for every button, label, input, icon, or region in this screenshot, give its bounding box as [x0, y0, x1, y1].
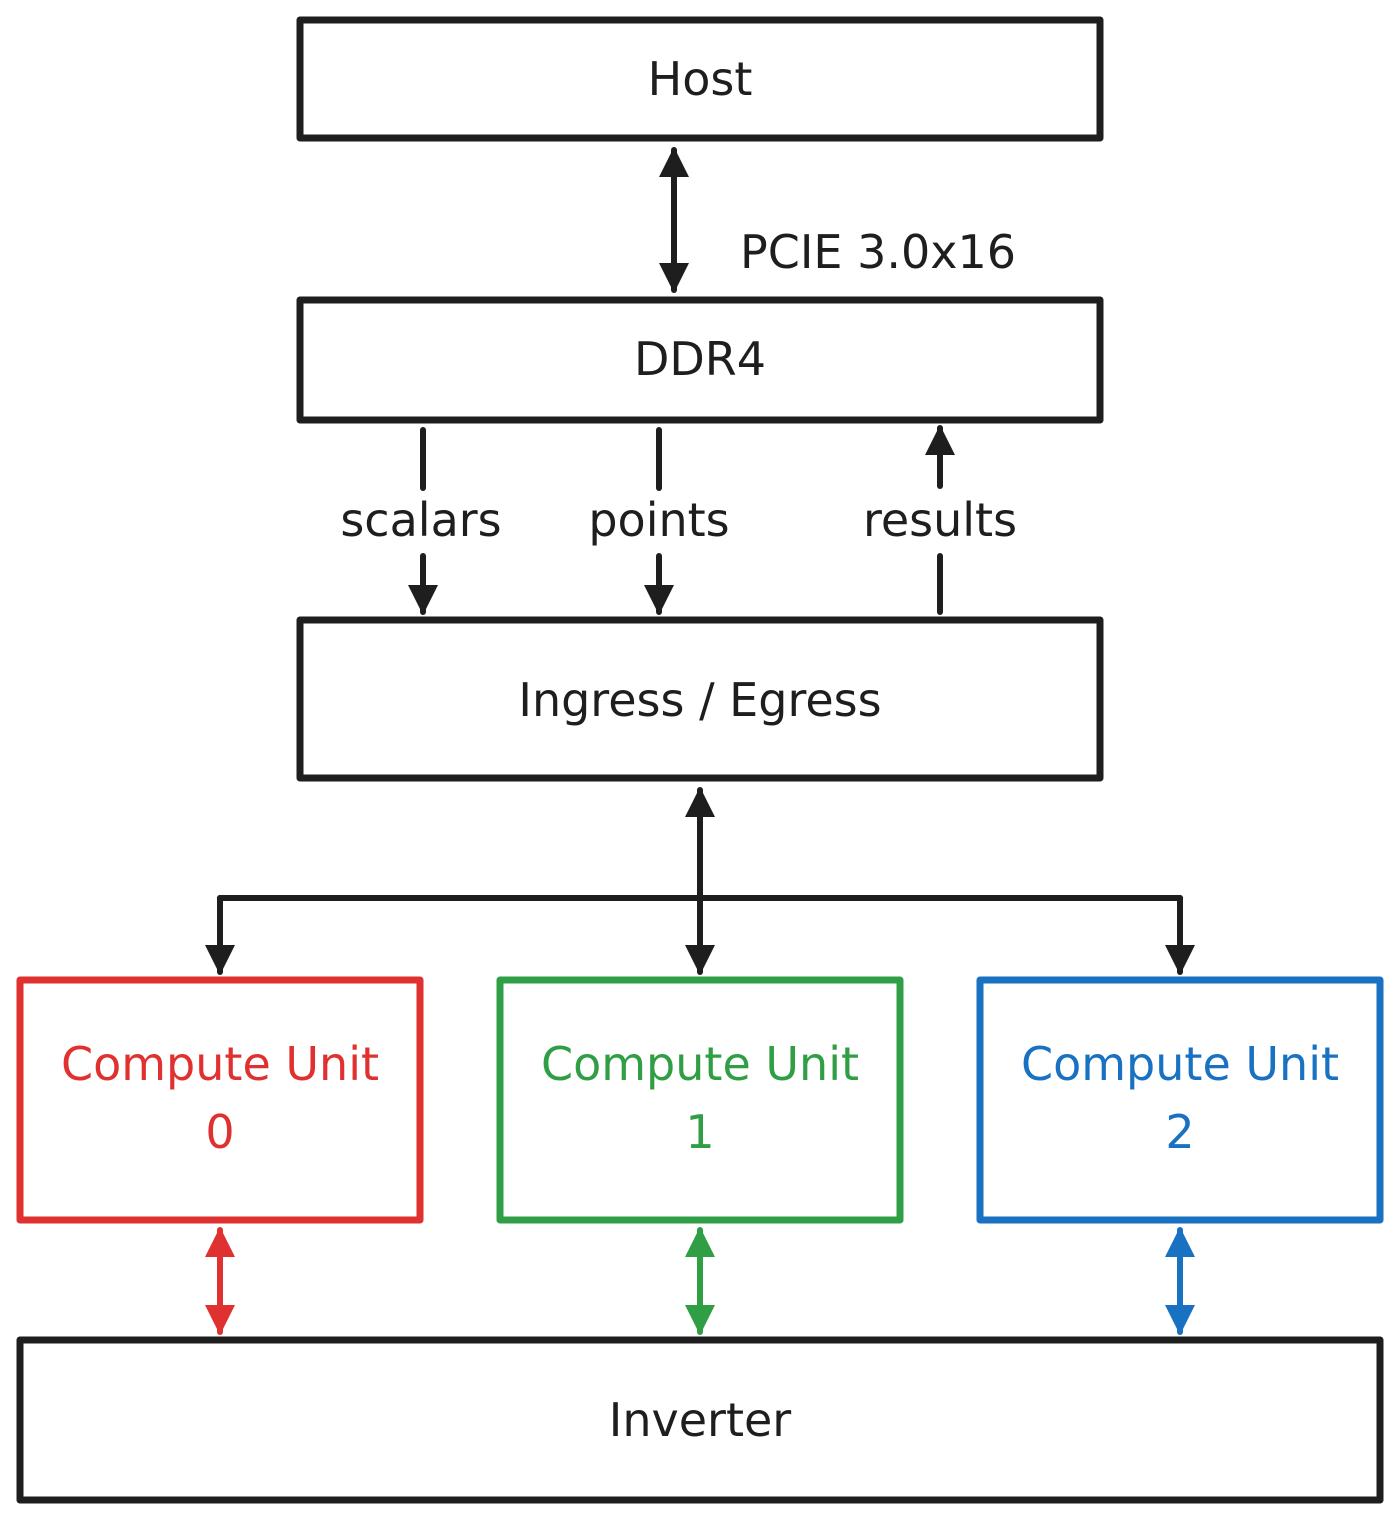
compute-unit-1-title: Compute Unit	[541, 1037, 859, 1091]
host-label: Host	[648, 52, 753, 106]
pcie-label: PCIE 3.0x16	[740, 225, 1016, 279]
ingress-egress-box	[296, 616, 1104, 782]
host-block: Host	[296, 16, 1104, 142]
distribution-bus	[205, 787, 1195, 975]
ddr4-label: DDR4	[634, 332, 766, 386]
host-box	[296, 16, 1104, 142]
compute-unit-2: Compute Unit 2	[976, 976, 1384, 1335]
compute-unit-2-index: 2	[1165, 1105, 1194, 1159]
compute-unit-1: Compute Unit 1	[496, 976, 904, 1335]
inverter-label: Inverter	[609, 1393, 791, 1447]
compute-unit-2-title: Compute Unit	[1021, 1037, 1339, 1091]
scalars-link: scalars	[340, 427, 502, 615]
inverter-block: Inverter	[16, 1336, 1384, 1504]
compute-unit-0: Compute Unit 0	[16, 976, 424, 1335]
ddr4-box	[296, 296, 1104, 424]
ingress-egress-block: Ingress / Egress	[296, 616, 1104, 782]
compute-unit-1-index: 1	[685, 1105, 714, 1159]
scalars-label: scalars	[340, 493, 501, 547]
inverter-box	[16, 1336, 1384, 1504]
compute-unit-2-box	[976, 976, 1384, 1224]
compute-unit-0-index: 0	[205, 1105, 234, 1159]
points-link: points	[588, 427, 730, 615]
compute-unit-1-box	[496, 976, 904, 1224]
results-label: results	[863, 493, 1017, 547]
ddr4-block: DDR4	[296, 296, 1104, 424]
compute-unit-0-title: Compute Unit	[61, 1037, 379, 1091]
ingress-egress-label: Ingress / Egress	[518, 673, 881, 727]
compute-unit-0-box	[16, 976, 424, 1224]
pcie-link: PCIE 3.0x16	[659, 147, 1016, 293]
results-link: results	[863, 425, 1017, 615]
points-label: points	[588, 493, 729, 547]
